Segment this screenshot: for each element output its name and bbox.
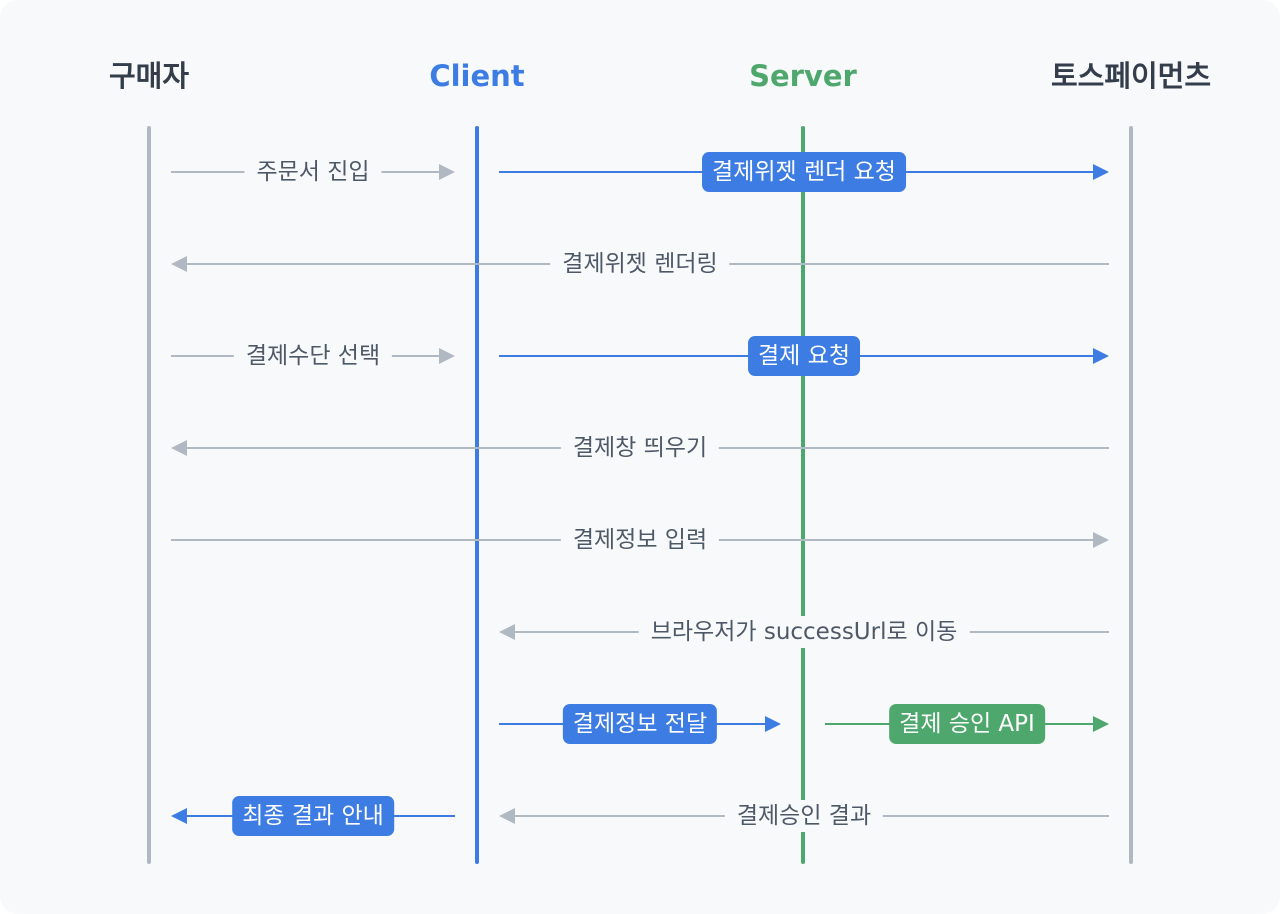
arrow-head-icon xyxy=(171,440,187,456)
message-label-m1: 주문서 진입 xyxy=(244,156,382,188)
arrow-head-icon xyxy=(1093,348,1109,364)
lifeline-client xyxy=(475,126,479,864)
actor-server: Server xyxy=(749,59,857,93)
arrow-head-icon xyxy=(439,164,455,180)
message-label-m5: 결제 요청 xyxy=(748,336,860,376)
actor-buyer: 구매자 xyxy=(108,59,190,93)
arrow-head-icon xyxy=(171,256,187,272)
message-label-m2: 결제위젯 렌더 요청 xyxy=(702,152,906,192)
message-label-m7: 결제정보 입력 xyxy=(560,524,720,556)
actor-tosspayments: 토스페이먼츠 xyxy=(1050,59,1212,93)
actor-client: Client xyxy=(429,59,525,93)
arrow-head-icon xyxy=(499,624,515,640)
arrow-head-icon xyxy=(171,808,187,824)
message-label-m9: 결제정보 전달 xyxy=(562,704,718,744)
arrow-head-icon xyxy=(439,348,455,364)
message-label-m3: 결제위젯 렌더링 xyxy=(550,248,730,280)
lifeline-tosspayments xyxy=(1129,126,1133,864)
message-label-m6: 결제창 띄우기 xyxy=(560,432,720,464)
message-label-m4: 결제수단 선택 xyxy=(233,340,393,372)
arrow-head-icon xyxy=(1093,532,1109,548)
message-label-m12: 최종 결과 안내 xyxy=(232,796,394,836)
arrow-head-icon xyxy=(1093,164,1109,180)
message-label-m11: 결제승인 결과 xyxy=(724,800,884,832)
lifeline-buyer xyxy=(147,126,151,864)
arrow-head-icon xyxy=(499,808,515,824)
arrow-head-icon xyxy=(1093,716,1109,732)
lifeline-server xyxy=(801,126,805,864)
message-label-m10: 결제 승인 API xyxy=(889,704,1045,744)
message-label-m8: 브라우저가 successUrl로 이동 xyxy=(638,616,970,648)
arrow-head-icon xyxy=(765,716,781,732)
